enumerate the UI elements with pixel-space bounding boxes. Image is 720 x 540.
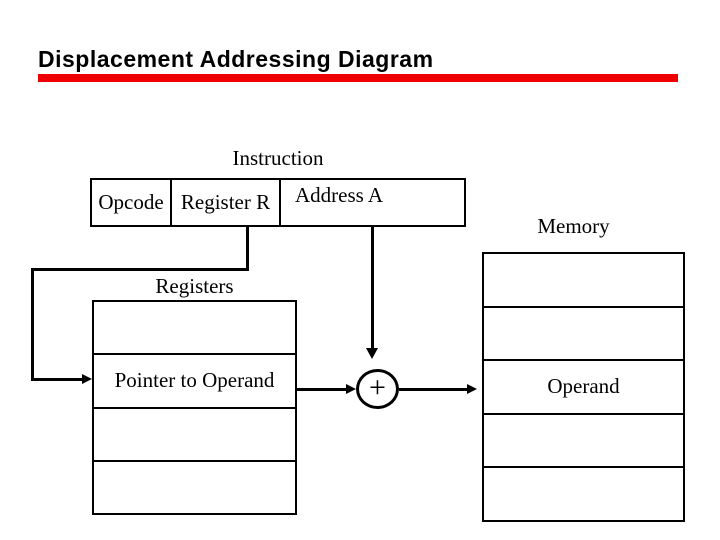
arrowhead-into-registers-icon [82, 374, 92, 384]
memory-row [484, 412, 683, 467]
adder-plus-circle: + [356, 369, 399, 409]
register-r-cell: Register R [170, 180, 279, 225]
arrowhead-address-down-icon [366, 348, 378, 359]
memory-label: Memory [537, 214, 610, 238]
adder-to-memory-line [399, 388, 467, 391]
line-into-registers [31, 378, 82, 381]
address-a-cell: Address A [279, 180, 464, 225]
plus-symbol: + [369, 371, 386, 404]
address-drop-line [371, 227, 374, 348]
register-bracket-top-line [31, 268, 249, 271]
arrowhead-into-adder-icon [346, 384, 356, 394]
memory-row [484, 305, 683, 360]
memory-row-operand: Operand [484, 359, 683, 413]
instruction-label: Instruction [232, 146, 324, 170]
title-underline-rule [38, 74, 678, 82]
memory-row [484, 254, 683, 306]
instruction-format-box: Opcode Register R Address A [90, 178, 466, 227]
register-row-pointer-to-operand: Pointer to Operand [94, 353, 295, 406]
arrowhead-into-memory-icon [467, 384, 477, 394]
registers-table: Pointer to Operand [92, 300, 297, 515]
registers-to-adder-line [297, 388, 346, 391]
registers-label: Registers [155, 274, 234, 298]
opcode-cell: Opcode [98, 190, 164, 214]
slide-title: Displacement Addressing Diagram [38, 46, 434, 72]
register-drop-line [246, 227, 249, 270]
memory-table: Operand [482, 252, 685, 522]
register-row [94, 459, 295, 513]
memory-row [484, 466, 683, 520]
register-bracket-left-line [31, 268, 34, 381]
register-row [94, 406, 295, 460]
register-row [94, 302, 295, 353]
